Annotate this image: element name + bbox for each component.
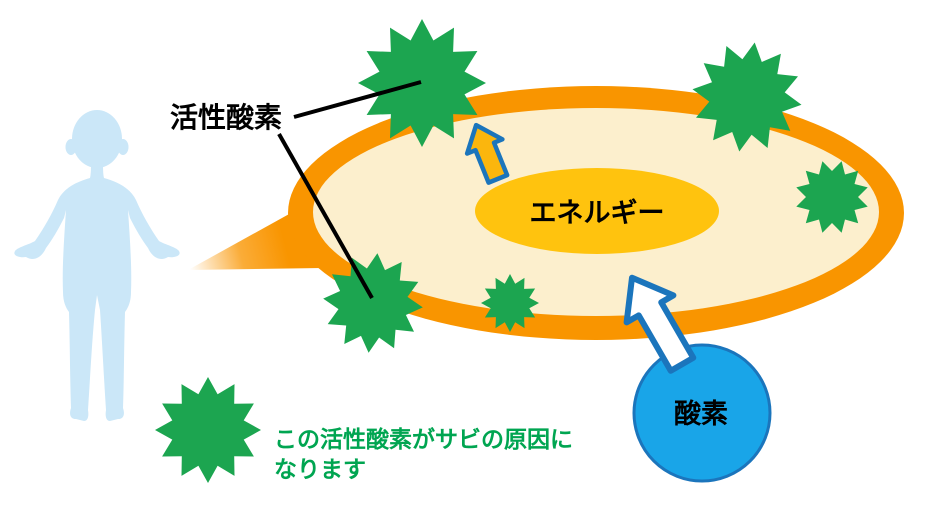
cell-bubble [188,86,904,340]
reactive-oxygen-release-arrow-icon [464,122,510,185]
caption-line1: この活性酸素がサビの原因に [274,426,573,452]
energy-ellipse [475,168,719,254]
starburst-icon [323,253,423,353]
human-silhouette [14,110,180,421]
oxygen-circle [632,343,772,483]
pointer-line-top [293,80,422,119]
starburst-icon [358,19,486,147]
starburst-icon [481,274,539,332]
starburst-icon [692,42,802,152]
starburst-icon [796,161,868,233]
starburst-group [155,19,868,483]
oxygen-label: 酸素 [674,398,728,429]
cell-bubble-tail [188,208,322,270]
oxygen-entry-arrow-icon [623,274,697,374]
energy-label: エネルギー [530,198,665,228]
caption-line2: なります [274,456,366,482]
human-body-shape [14,160,180,421]
reactive-oxygen-label: 活性酸素 [170,102,282,133]
starburst-legend-icon [155,377,261,483]
pointer-line-bottom [277,133,374,299]
